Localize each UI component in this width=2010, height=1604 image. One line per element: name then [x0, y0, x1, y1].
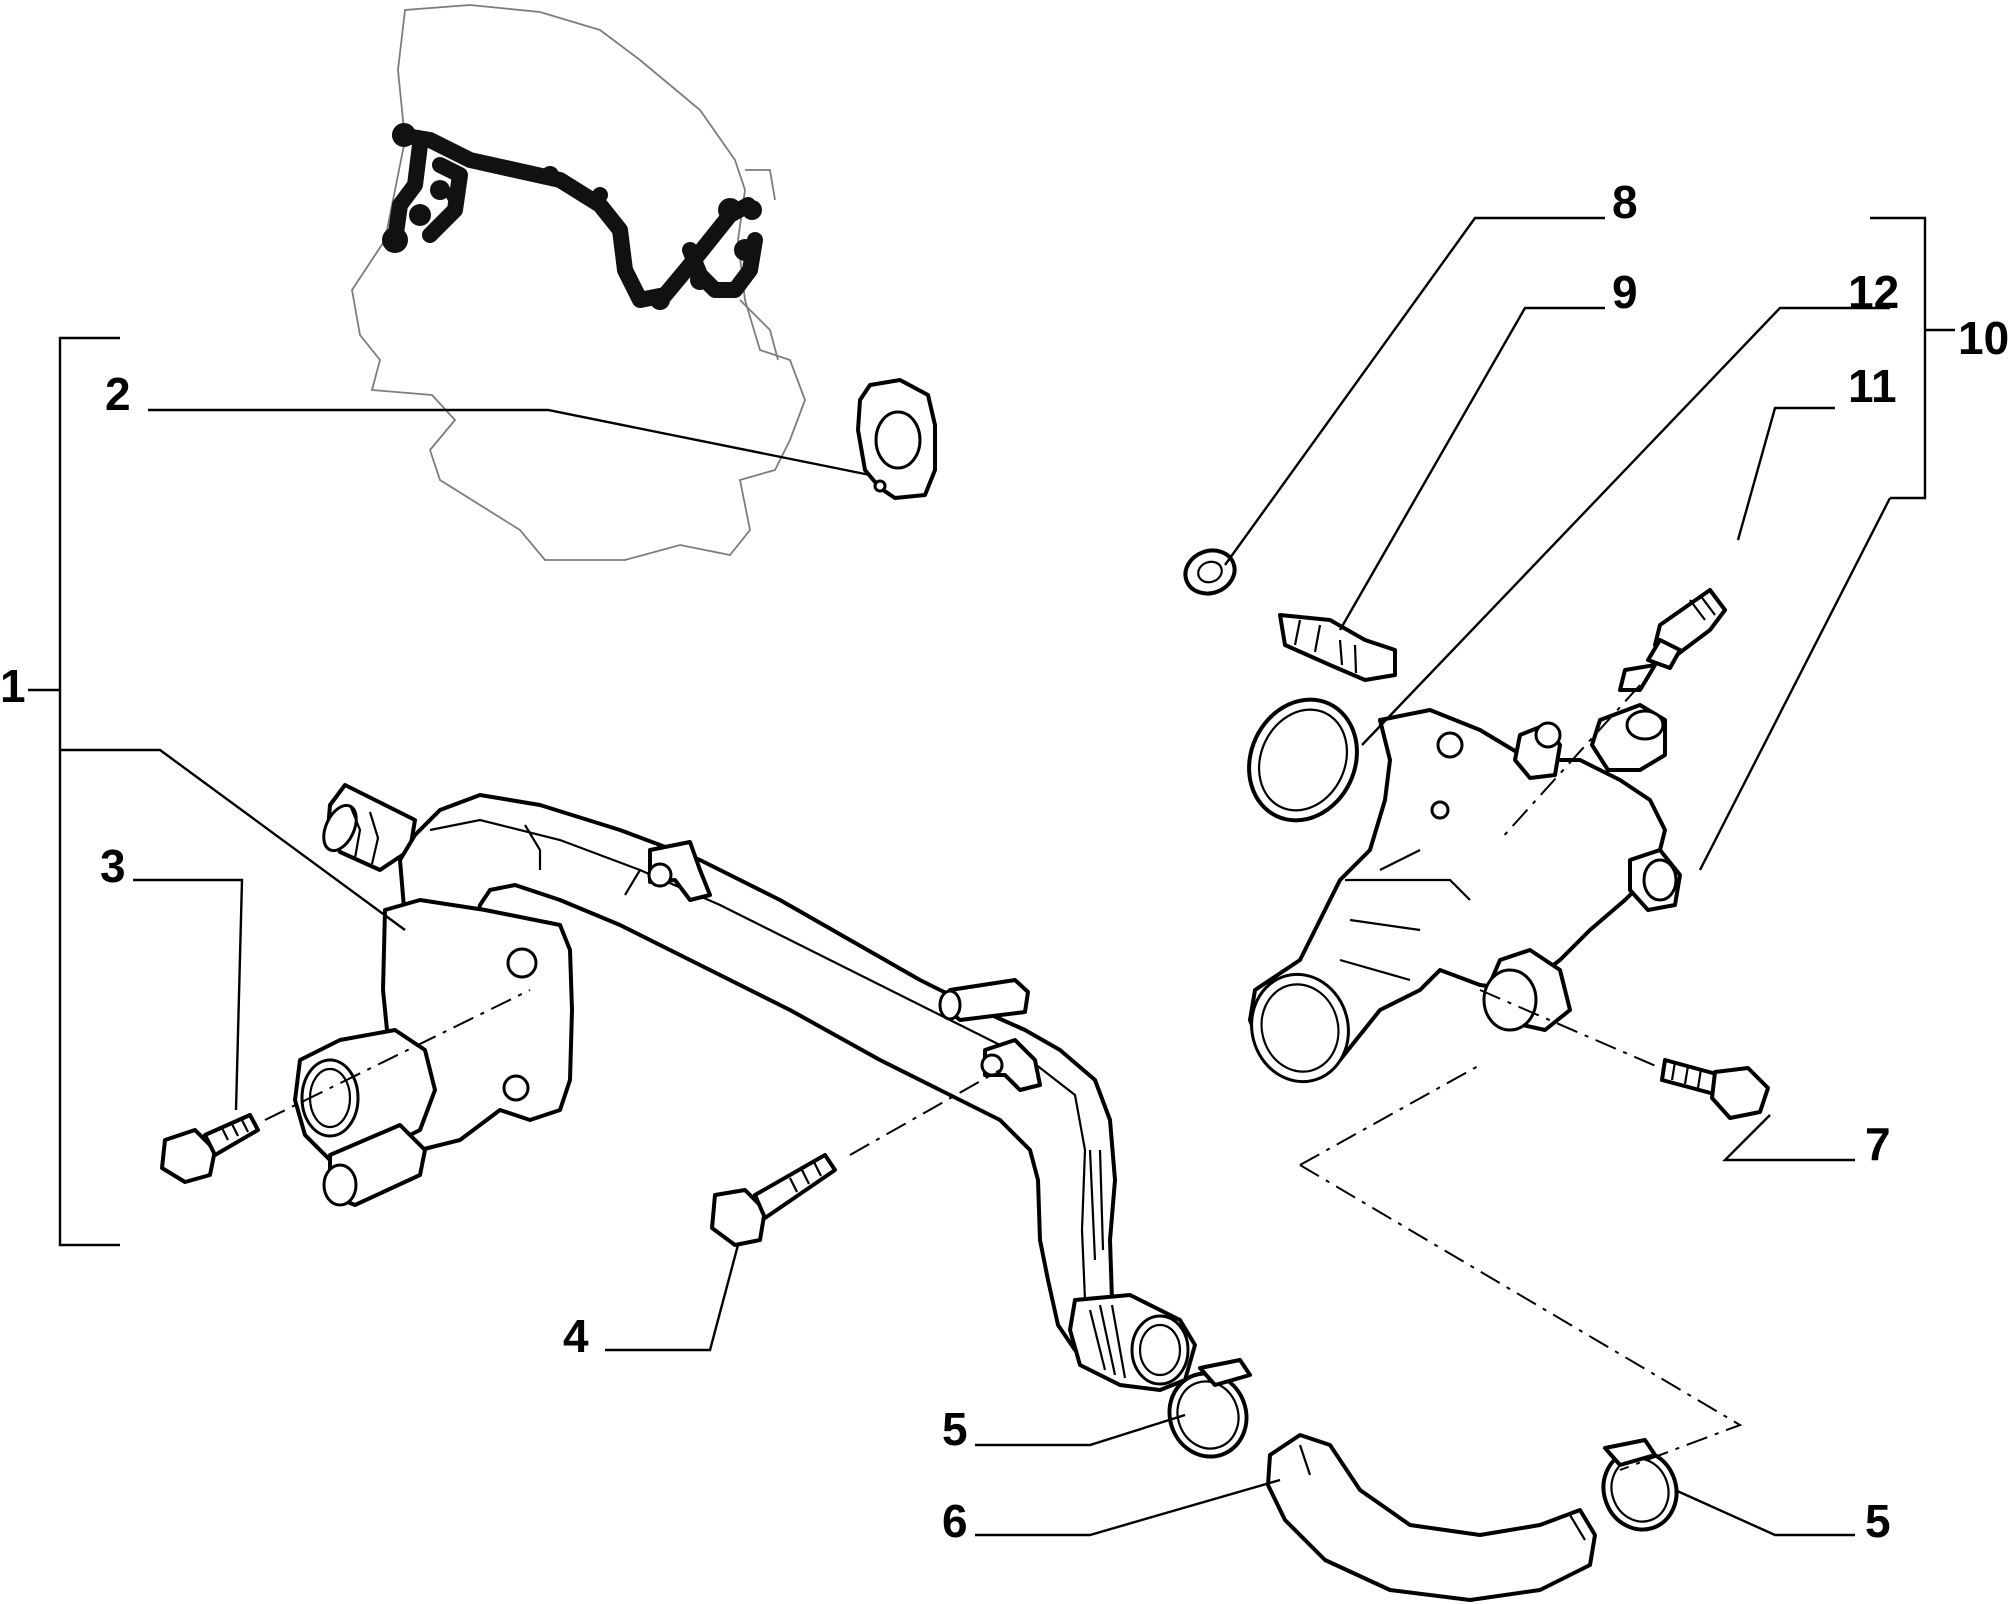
- callout-2: 2: [105, 368, 131, 420]
- engine-locator-outline: [351, 4, 806, 561]
- coolant-pipe-assembly: [293, 783, 1197, 1392]
- hose-clamp-lower: [1601, 1438, 1679, 1532]
- callout-9: 9: [1612, 266, 1638, 318]
- group-bracket-10: [1870, 216, 1955, 500]
- gasket-part: [856, 378, 937, 500]
- callout-12: 12: [1848, 266, 1899, 318]
- callout-10: 10: [1958, 312, 2009, 364]
- assembly-center-lines: [264, 684, 1743, 1471]
- callout-4: 4: [563, 1310, 589, 1362]
- bolt-part-3: [160, 1113, 260, 1184]
- highlighted-coolant-pipe-locator: [382, 123, 763, 310]
- washer-part-8: [1183, 548, 1237, 596]
- callout-5-lower: 5: [1865, 1495, 1891, 1547]
- callout-1: 1: [0, 660, 26, 712]
- callout-5-upper: 5: [942, 1403, 968, 1455]
- thermostat-housing-part-10: [1248, 703, 1682, 1084]
- callout-7: 7: [1865, 1118, 1891, 1170]
- callout-8: 8: [1612, 176, 1638, 228]
- callout-3: 3: [100, 840, 126, 892]
- leader-lines: [60, 216, 1892, 1537]
- o-ring-part-12: [1247, 697, 1359, 823]
- bolt-part-4: [710, 1153, 837, 1247]
- hose-clamp-upper: [1167, 1358, 1252, 1459]
- temperature-sensor-part-11: [1618, 588, 1727, 692]
- callout-11: 11: [1848, 360, 1897, 412]
- bolt-part-7: [1660, 1058, 1770, 1120]
- fitting-part-9: [1278, 613, 1397, 682]
- callout-labels: 1 2 3 4 5 6 7 5 8 9 12 10 11: [0, 176, 2009, 1547]
- coolant-hose-part: [1266, 1433, 1597, 1602]
- group-bracket-1: [28, 336, 120, 1247]
- callout-6: 6: [942, 1495, 968, 1547]
